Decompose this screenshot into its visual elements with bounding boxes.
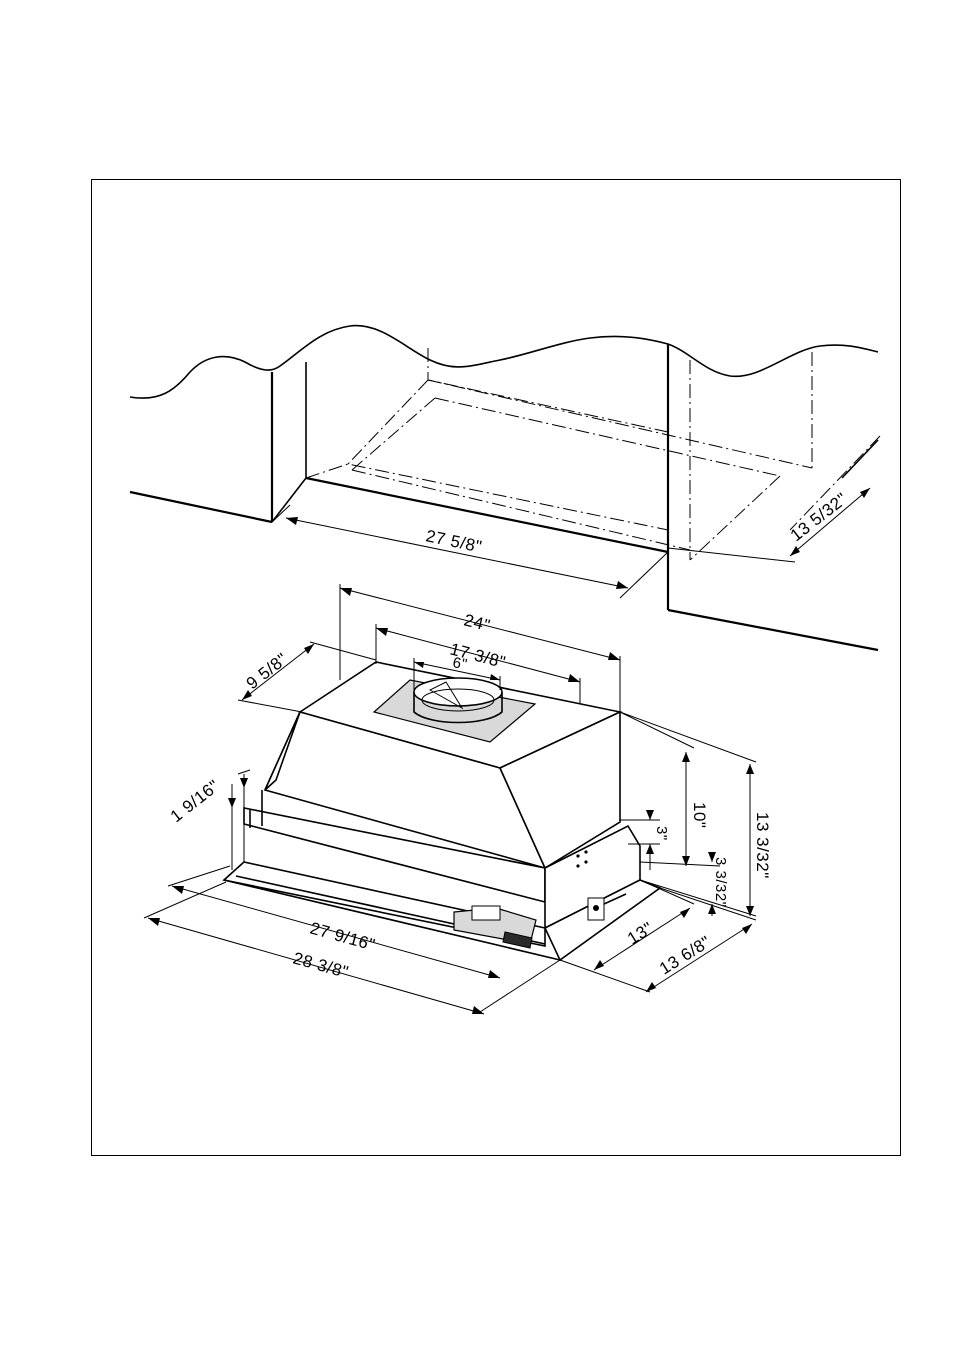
hood-top-width-label: 24" — [462, 610, 492, 635]
liner-depth-label: 13" — [624, 918, 657, 948]
liner-width-label: 27 9/16" — [308, 919, 377, 955]
frame-height-label: 3 3/32" — [712, 857, 729, 908]
filter-height-label: 3" — [653, 826, 670, 841]
cabinet-depth-label: 13 5/32" — [787, 489, 851, 545]
diagram-frame — [91, 179, 901, 1156]
range-hood — [222, 661, 662, 962]
hood-top-depth-label: 9 5/8" — [243, 649, 292, 693]
frame-lip-label: 1 9/16" — [167, 776, 223, 826]
dimension-cabinet-width: 27 5/8" — [271, 504, 669, 599]
dimension-filter-height: 3" — [620, 810, 670, 870]
dimension-cabinet-depth: 13 5/32" — [667, 487, 871, 563]
cabinet-outline — [129, 324, 881, 652]
dimension-frame-lip: 1 9/16" — [167, 769, 251, 870]
dimension-body-height: 10" — [619, 711, 709, 866]
overall-depth-label: 13 6/8" — [656, 932, 714, 978]
dimension-duct-diameter: 6" — [413, 654, 501, 690]
dimension-overall-height: 13 3/32" — [619, 711, 772, 917]
duct-diameter-label: 6" — [451, 654, 468, 673]
dimension-hood-top-width: 24" — [339, 584, 621, 820]
body-height-label: 10" — [690, 802, 709, 828]
overall-width-label: 28 3/8" — [291, 949, 351, 982]
overall-height-label: 13 3/32" — [753, 812, 772, 879]
dimension-frame-height: 3 3/32" — [639, 852, 729, 916]
